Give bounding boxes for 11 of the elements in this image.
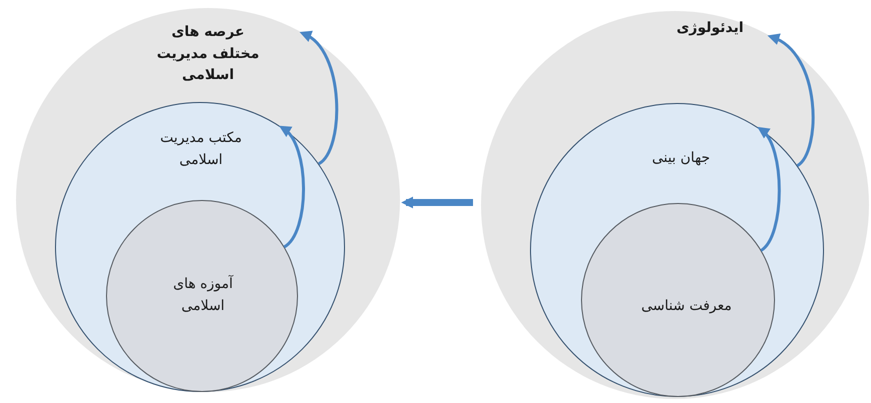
arrow <box>280 125 306 248</box>
circle-label: عرصه های مختلف مدیریت اسلامی <box>156 23 260 86</box>
circle-label: آموزه های اسلامی <box>172 274 234 316</box>
circle-label: ایدئولوژی <box>675 19 745 38</box>
circle-label: مکتب مدیریت اسلامی <box>159 129 243 170</box>
arrow <box>300 31 338 165</box>
circle-label: جهان بینی <box>650 149 712 168</box>
arrow <box>768 34 815 167</box>
arrow <box>401 196 474 208</box>
circle-label: معرفت شناسی <box>640 297 733 316</box>
arrow <box>758 126 781 252</box>
